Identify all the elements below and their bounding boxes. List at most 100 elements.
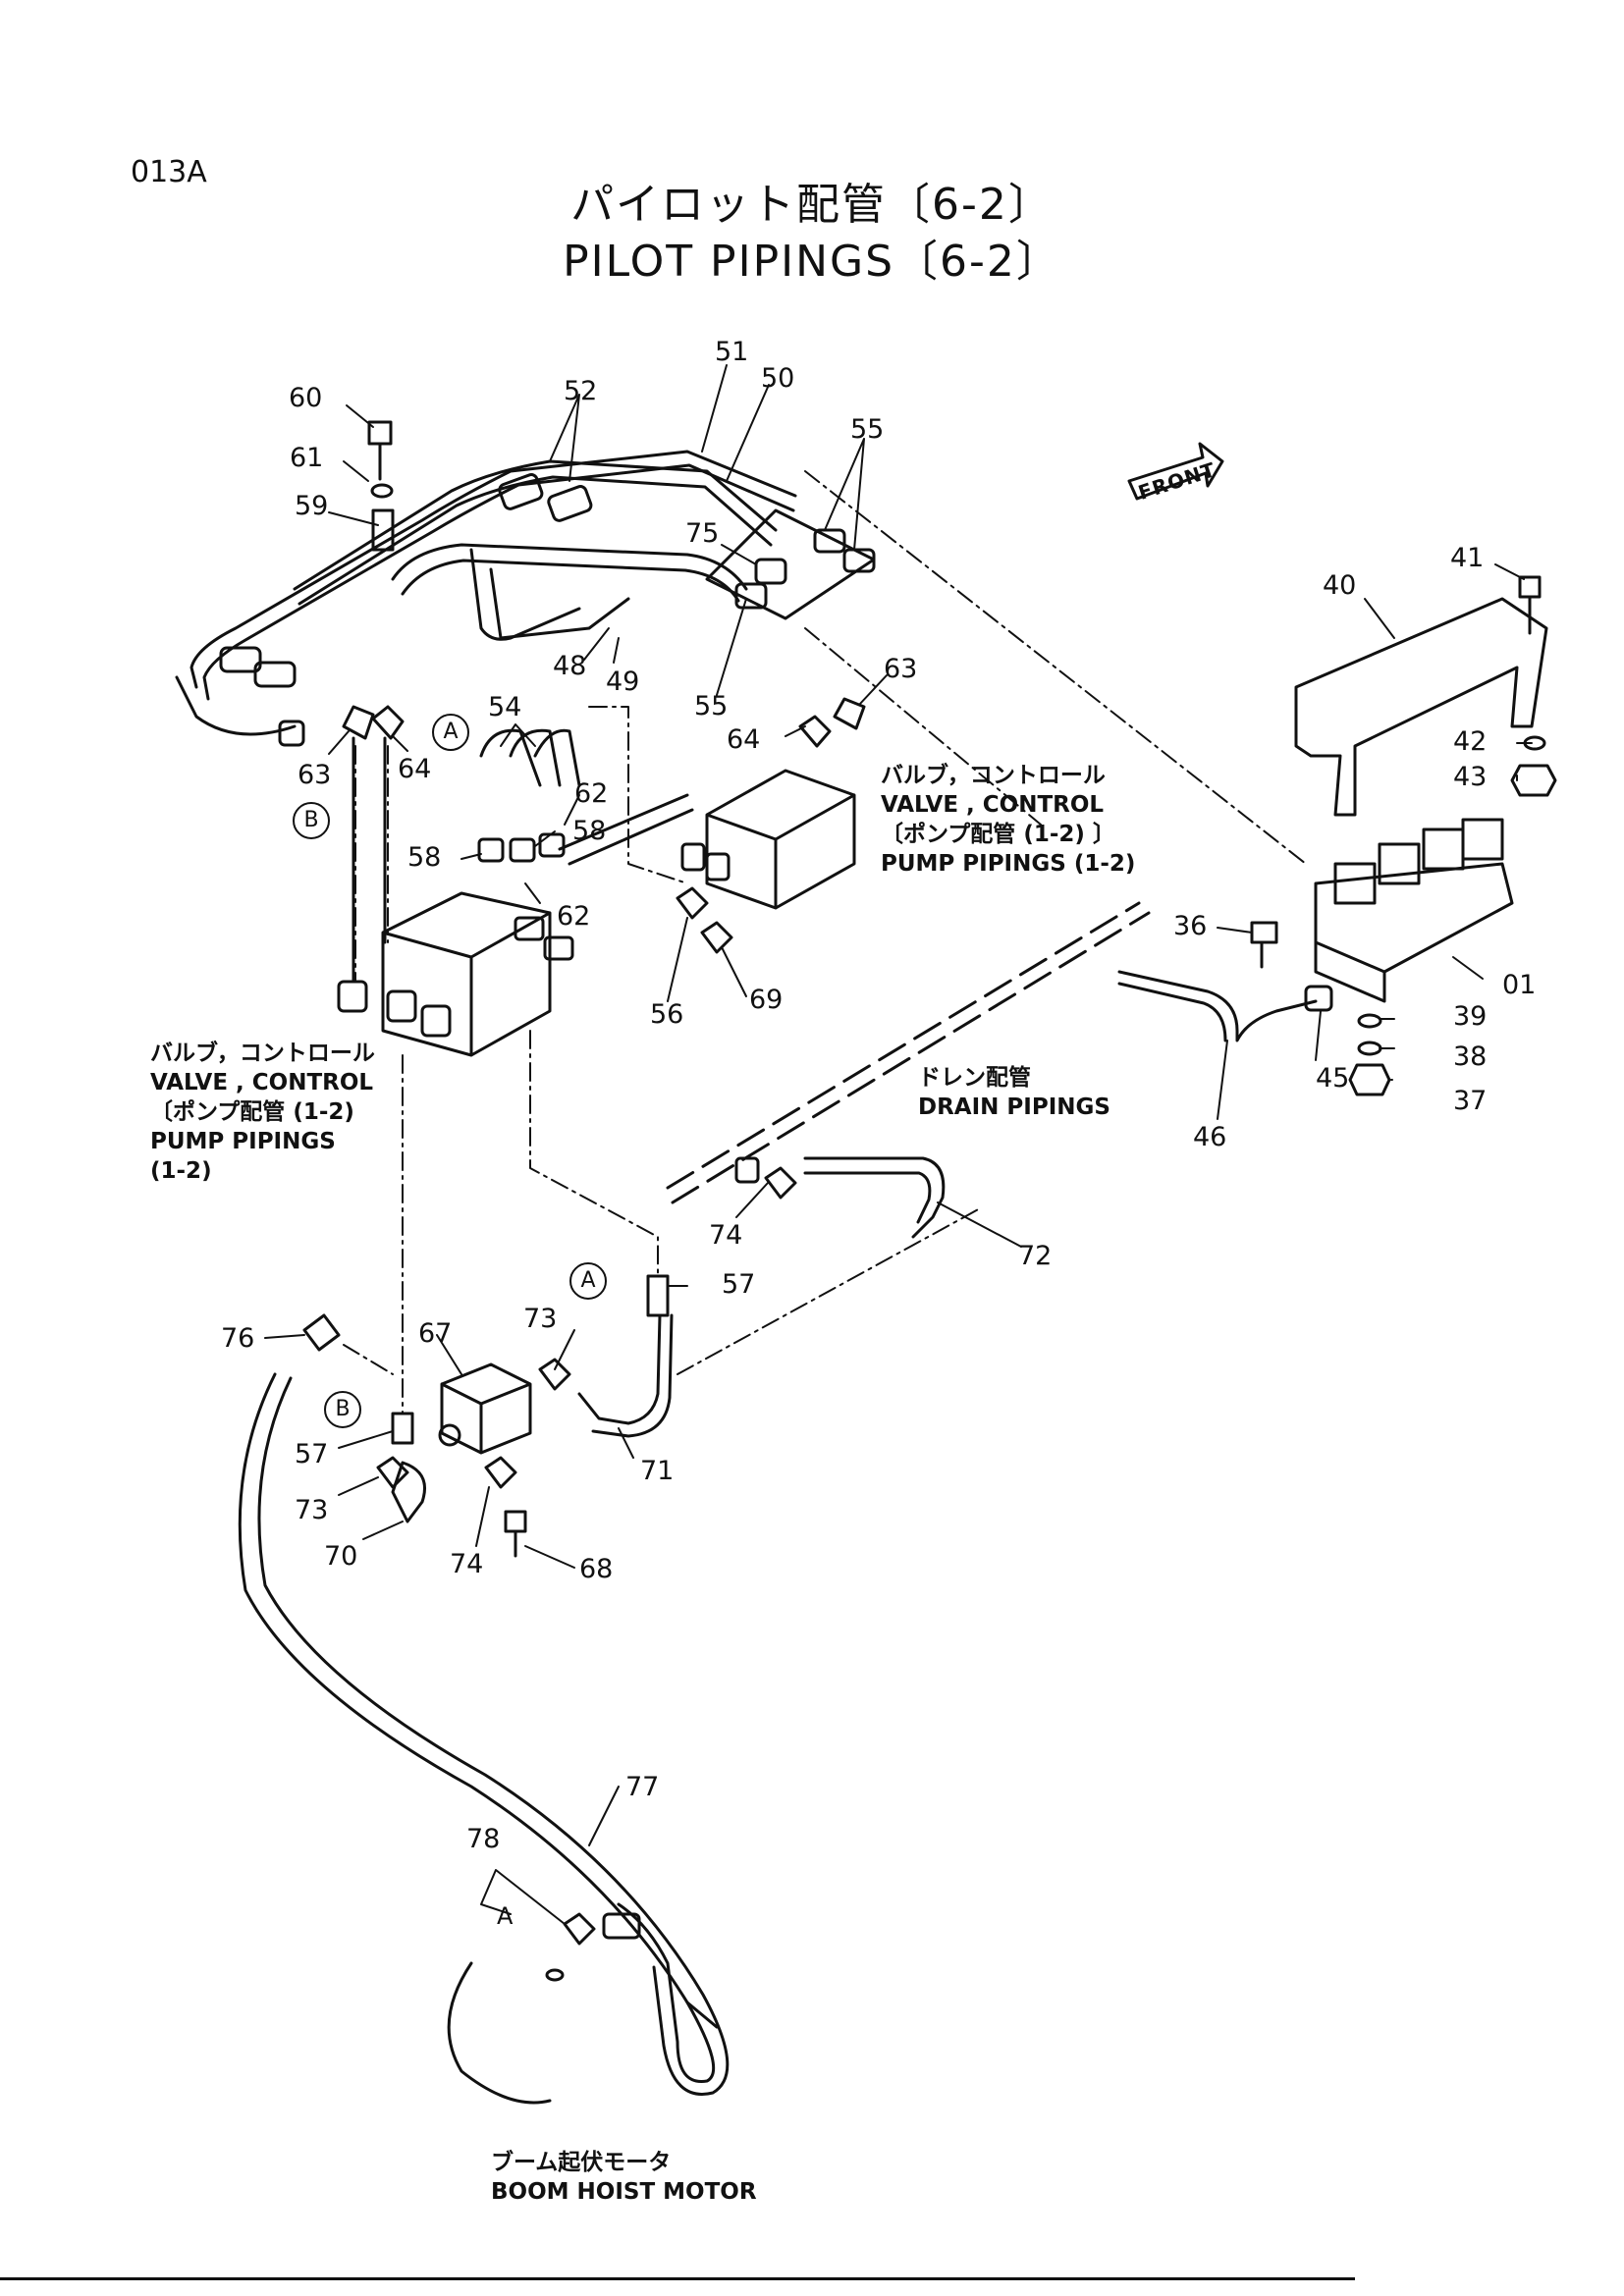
pipe-70 (391, 1461, 426, 1523)
pipe-loop-b (401, 559, 740, 603)
note-line: PUMP PIPINGS (1-2) (881, 851, 1136, 877)
pipe-50b (298, 475, 773, 606)
nut-43 (1510, 764, 1557, 797)
note-valve-control-upper: バルブ，コントロール VALVE , CONTROL 〔ポンプ配管 (1-2) … (881, 761, 1135, 879)
callout-64-right: 64 (727, 724, 761, 755)
pipe-51b (202, 463, 795, 701)
note-line: VALVE , CONTROL (881, 792, 1105, 818)
valve-control-upper (705, 769, 856, 910)
fitting-75 (754, 558, 787, 585)
bolt-36 (1250, 921, 1278, 969)
solenoid-1 (1333, 862, 1377, 905)
callout-68: 68 (579, 1554, 614, 1584)
hose-77 (238, 1372, 716, 2083)
fitting-78b (602, 1912, 641, 1940)
fitting-55c (734, 582, 768, 610)
callout-71: 71 (640, 1456, 675, 1486)
valve-lower-port-3 (420, 1004, 452, 1038)
valve-upper-port-1 (680, 842, 706, 872)
pipe-58 (558, 793, 694, 866)
motor-port (545, 1968, 565, 1982)
note-line: バルブ，コントロール (150, 1041, 375, 1066)
callout-63-left: 63 (298, 760, 332, 790)
note-line: PUMP PIPINGS (150, 1129, 336, 1154)
hose-71b (591, 1313, 674, 1438)
callout-54: 54 (488, 692, 522, 722)
callout-72: 72 (1018, 1241, 1053, 1271)
tee-57-b (391, 1412, 414, 1445)
hose-71 (577, 1313, 662, 1425)
callout-55b: 55 (694, 691, 729, 721)
drain-pipe (666, 901, 1151, 1204)
elbow-73-upper (538, 1358, 571, 1391)
callout-49: 49 (606, 667, 640, 697)
note-line: VALVE , CONTROL (150, 1070, 374, 1095)
callout-77: 77 (625, 1772, 660, 1802)
fittings-54 (479, 728, 581, 787)
callout-57-lower: 57 (295, 1439, 329, 1469)
callout-38: 38 (1453, 1041, 1488, 1072)
callout-01: 01 (1502, 970, 1537, 1000)
callout-70: 70 (324, 1541, 358, 1572)
nut-37 (1348, 1063, 1391, 1096)
pipe-49 (489, 567, 630, 640)
fitting-left-2 (253, 661, 297, 688)
callout-67: 67 (418, 1318, 453, 1349)
note-line: DRAIN PIPINGS (918, 1095, 1110, 1120)
callout-36: 36 (1173, 911, 1208, 941)
callout-45: 45 (1316, 1063, 1350, 1094)
note-drain-pipings: ドレン配管 DRAIN PIPINGS (918, 1063, 1110, 1122)
tee-57-a (646, 1274, 670, 1317)
fitting-52a (498, 473, 544, 510)
callout-40: 40 (1323, 570, 1357, 601)
callout-76: 76 (221, 1323, 255, 1354)
note-boom-hoist-motor: ブーム起伏モータ BOOM HOIST MOTOR (491, 2148, 757, 2207)
hose-to-nut (175, 675, 297, 736)
washer-38 (1357, 1041, 1382, 1056)
boom-hoist-motor (447, 1961, 719, 2105)
solenoid-block-01 (1314, 862, 1514, 1003)
fitting-45 (1304, 985, 1333, 1012)
page-code: 013A (131, 155, 207, 189)
elbow-73-lower (376, 1456, 409, 1489)
note-line: BOOM HOIST MOTOR (491, 2179, 757, 2205)
callout-43: 43 (1453, 762, 1488, 792)
callout-46: 46 (1193, 1122, 1227, 1152)
callout-63-right: 63 (884, 654, 918, 684)
pipe-72 (803, 1156, 946, 1239)
solenoid-3 (1422, 828, 1465, 871)
port-67 (438, 1423, 461, 1447)
callout-42: 42 (1453, 726, 1488, 757)
valve-upper-port-2 (705, 852, 731, 881)
elbow-64-left (371, 705, 405, 944)
ref-circle-a-upper: A (432, 714, 469, 751)
solenoid-4 (1461, 818, 1504, 861)
bolt-41 (1518, 575, 1542, 635)
callout-51: 51 (715, 337, 749, 367)
callout-74-upper: 74 (709, 1220, 743, 1251)
bracket-40 (1294, 597, 1548, 817)
callout-64-left: 64 (398, 754, 432, 784)
hose-46 (1117, 970, 1318, 1042)
fitting-left-1 (219, 646, 262, 673)
fitting-78 (563, 1912, 596, 1946)
fitting-62b (543, 935, 574, 961)
callout-60: 60 (289, 383, 323, 413)
bolt-68 (504, 1510, 527, 1558)
callout-75: 75 (685, 518, 720, 549)
callout-61: 61 (290, 443, 324, 473)
solenoid-2 (1378, 842, 1421, 885)
bracket-59 (371, 508, 395, 552)
fitting-58c (538, 832, 566, 858)
bolt-60 (367, 420, 393, 481)
callout-39: 39 (1453, 1001, 1488, 1032)
fitting-62 (514, 916, 545, 941)
elbow-56 (676, 886, 709, 920)
title-japanese: パイロット配管〔6-2〕 (570, 180, 1054, 230)
note-line: ブーム起伏モータ (491, 2150, 672, 2175)
valve-control-lower (381, 891, 552, 1057)
note-line: (1-2) (150, 1158, 212, 1184)
ref-circle-b-lower: B (324, 1391, 361, 1428)
callout-57-upper: 57 (722, 1269, 756, 1300)
